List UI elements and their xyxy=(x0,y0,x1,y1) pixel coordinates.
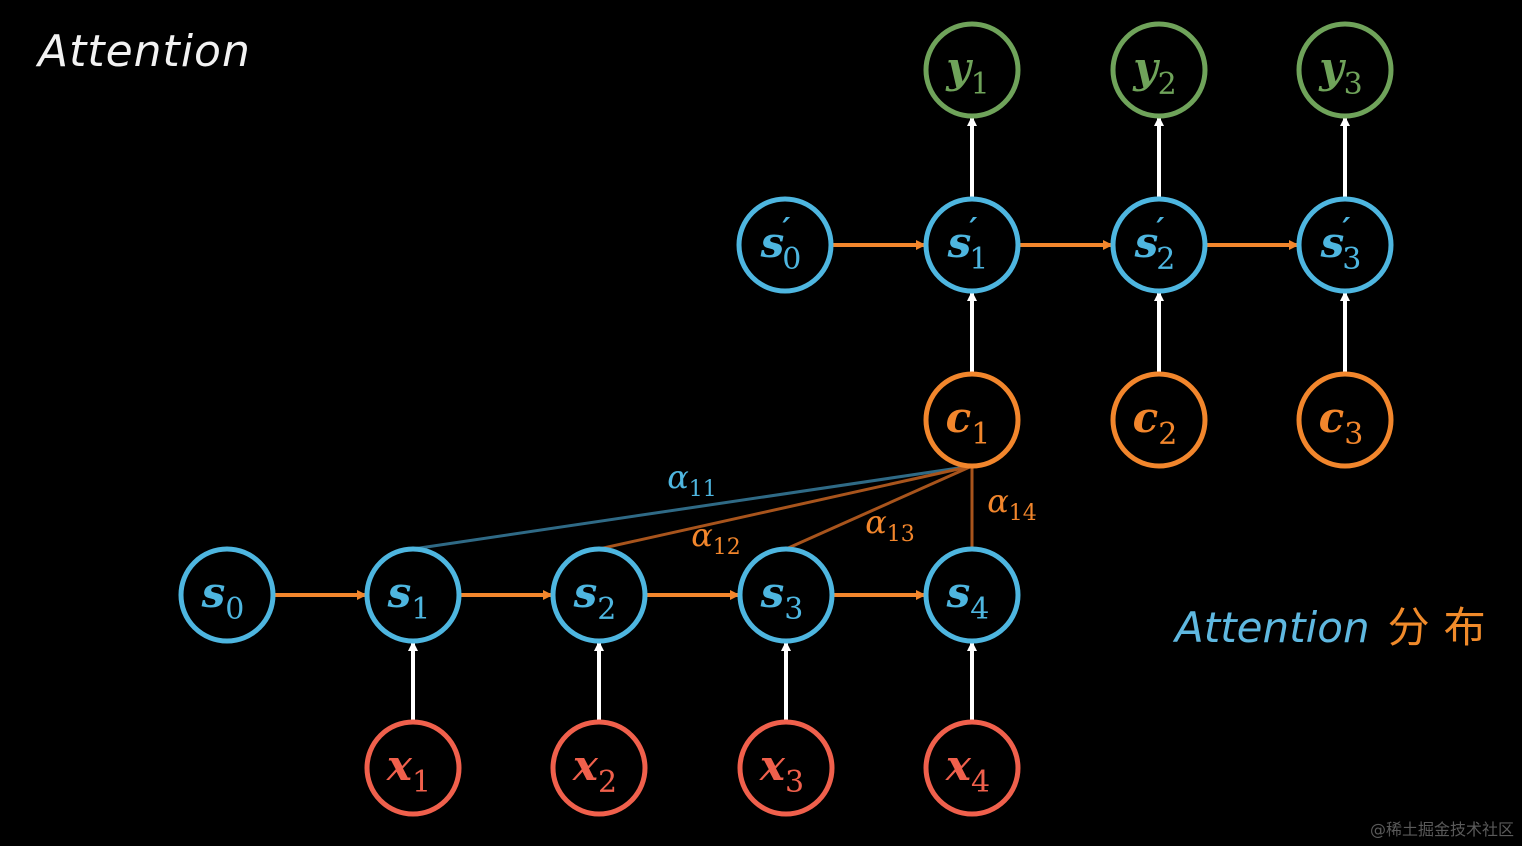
diagram-title: Attention xyxy=(38,26,251,77)
node-x1 xyxy=(364,719,462,817)
node-s1 xyxy=(364,546,462,644)
watermark: @稀土掘金技术社区 xyxy=(1369,820,1514,839)
alpha-label-14: α14 xyxy=(987,482,1037,526)
node-s4 xyxy=(923,546,1021,644)
node-sp0 xyxy=(736,196,834,294)
alpha-label-11: α11 xyxy=(667,458,717,502)
node-y1 xyxy=(923,21,1021,119)
node-s0 xyxy=(178,546,276,644)
node-sp1 xyxy=(923,196,1021,294)
alpha-line-s2 xyxy=(598,464,973,551)
node-sp3 xyxy=(1296,196,1394,294)
node-y3 xyxy=(1296,21,1394,119)
node-c2 xyxy=(1110,371,1208,469)
node-y2 xyxy=(1110,21,1208,119)
node-s2 xyxy=(550,546,648,644)
caption-distribution: 分布 xyxy=(1387,603,1500,652)
node-sp2 xyxy=(1110,196,1208,294)
node-c3 xyxy=(1296,371,1394,469)
alpha-line-s1 xyxy=(412,464,973,551)
caption-attention: Attention xyxy=(1175,603,1370,652)
node-c1 xyxy=(923,371,1021,469)
alpha-line-s3 xyxy=(785,464,973,551)
node-s3 xyxy=(737,546,835,644)
node-x3 xyxy=(737,719,835,817)
alpha-label-13: α13 xyxy=(865,503,915,547)
attention-distribution-caption: Attention 分布 xyxy=(1175,594,1500,655)
node-x4 xyxy=(923,719,1021,817)
node-x2 xyxy=(550,719,648,817)
